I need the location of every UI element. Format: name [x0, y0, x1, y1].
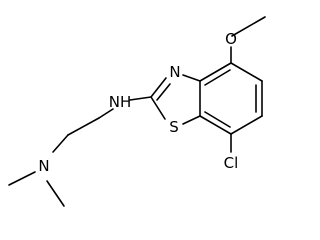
atom-label-thiazole-sulfur: S — [169, 118, 179, 136]
bond-methoxy-methyl — [231, 16, 266, 37]
bond-group — [8, 16, 266, 207]
bond-c7-c7a — [199, 115, 232, 135]
bond-s1-c7a — [182, 115, 201, 125]
bond-n3-c2 — [150, 77, 167, 98]
atom-label-dimethyl-nitrogen: N — [38, 157, 49, 175]
bond-nh-ch2a — [98, 108, 114, 119]
bond-n-methyl-down — [46, 180, 65, 207]
atom-label-amine-nh: NH — [109, 93, 132, 111]
bond-ch2b-n — [52, 134, 69, 153]
atom-label-methoxy-oxygen: O — [225, 30, 237, 48]
bond-c2-nh — [129, 96, 152, 101]
chemical-structure-diagram: O N NH S N Cl — [8, 16, 266, 207]
atom-label-group: O N NH S N Cl — [38, 30, 238, 175]
bond-c3a-n3 — [182, 74, 201, 82]
bond-c2-s1 — [150, 96, 166, 120]
bond-ch2a-ch2b — [67, 117, 100, 136]
atom-label-chlorine: Cl — [224, 154, 239, 172]
bond-c7-c7a-inner — [204, 111, 231, 128]
bond-c3a-c4-inner — [204, 69, 231, 86]
bond-c4-c5 — [230, 62, 263, 82]
bond-n-methyl-left — [8, 171, 36, 186]
bond-c3a-c4 — [199, 62, 232, 82]
bond-n3-c2-double — [156, 83, 171, 101]
bond-c6-c7 — [230, 115, 263, 135]
atom-label-thiazole-nitrogen: N — [169, 63, 180, 81]
